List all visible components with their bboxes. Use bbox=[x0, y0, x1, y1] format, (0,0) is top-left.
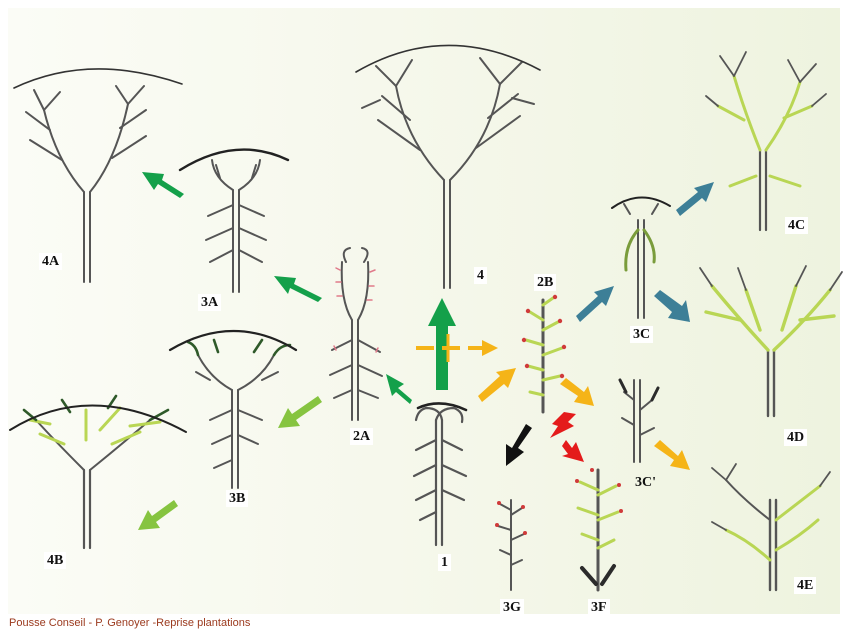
arrow-2A-to-3B bbox=[278, 396, 322, 428]
arrow-2A-to-3A bbox=[274, 276, 322, 302]
tree-stage-4D bbox=[700, 266, 842, 416]
arrow-3C-to-4D bbox=[654, 290, 690, 322]
tree-stage-3F bbox=[575, 468, 623, 590]
label-2A: 2A bbox=[350, 428, 373, 445]
arrow-3C-prime-to-4E bbox=[654, 440, 690, 470]
label-4C: 4C bbox=[785, 217, 808, 234]
label-4B: 4B bbox=[44, 552, 66, 569]
label-3G: 3G bbox=[500, 599, 524, 616]
label-2B: 2B bbox=[534, 274, 556, 291]
arrow-1-to-2A bbox=[386, 374, 412, 404]
label-3C-prime: 3C' bbox=[632, 474, 659, 491]
label-3A: 3A bbox=[198, 294, 221, 311]
arrow-3A-to-4A bbox=[142, 172, 184, 198]
label-3F: 3F bbox=[588, 599, 610, 616]
tree-stage-2A bbox=[330, 248, 382, 420]
arrow-2B-to-3C bbox=[576, 286, 614, 322]
tree-stage-3G bbox=[495, 500, 527, 590]
tree-stage-4B bbox=[10, 396, 186, 548]
tree-stage-4E bbox=[712, 464, 830, 590]
arrow-1-to-2B bbox=[478, 368, 516, 402]
tree-stage-3C-prime bbox=[620, 380, 658, 462]
tree-stage-3B bbox=[170, 331, 296, 488]
arrow-2B-to-3C-prime bbox=[560, 378, 594, 406]
arrow-2B-3F-double bbox=[550, 412, 584, 462]
tree-stage-4C bbox=[706, 52, 826, 230]
arrow-3C-to-4C bbox=[676, 182, 714, 216]
label-3C: 3C bbox=[630, 326, 653, 343]
arrow-1-to-4 bbox=[428, 298, 456, 390]
tree-stage-3A bbox=[180, 150, 288, 292]
label-4D: 4D bbox=[784, 429, 807, 446]
label-4E: 4E bbox=[794, 577, 816, 594]
label-3B: 3B bbox=[226, 490, 248, 507]
label-1: 1 bbox=[438, 554, 451, 571]
arrow-2B-to-3G bbox=[506, 424, 532, 466]
tree-stage-4 bbox=[356, 45, 540, 288]
label-4: 4 bbox=[474, 267, 487, 284]
arrow-1-to-2B-dashed bbox=[416, 334, 498, 362]
tree-stage-2B bbox=[522, 295, 566, 412]
arrow-3B-to-4B bbox=[138, 500, 178, 530]
credit-text: Pousse Conseil - P. Genoyer -Reprise pla… bbox=[9, 617, 250, 629]
label-4A: 4A bbox=[39, 253, 62, 270]
tree-stage-1 bbox=[414, 403, 466, 545]
